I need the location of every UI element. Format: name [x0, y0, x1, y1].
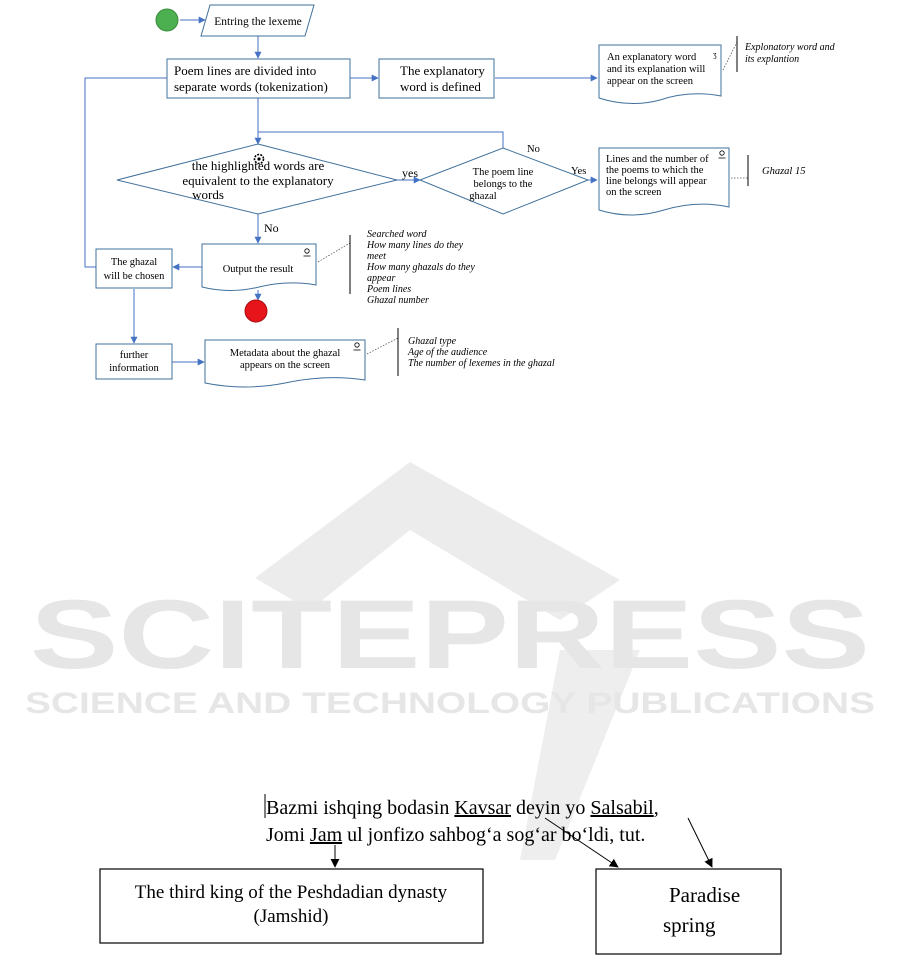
explanatory-defined-node: The explanatory word is defined — [378, 58, 495, 99]
metadata-node: Metadata about the ghazal appears on the… — [204, 339, 366, 388]
svg-text:Searched word: Searched word — [367, 229, 428, 240]
ghazal-chosen-line-2: will be chosen — [104, 271, 165, 282]
word-jam: Jam — [310, 824, 343, 846]
decision-highlighted-line-2: equivalent to the explanatory — [182, 173, 334, 188]
explanatory-doc-line-3: appear on the screen — [607, 76, 694, 87]
explanatory-defined-line-2: word is defined — [400, 79, 481, 94]
arrow-kavsar-to-paradise — [544, 817, 619, 868]
word-kavsar: Kavsar — [454, 797, 511, 819]
further-info-node: further information — [95, 343, 173, 380]
explanatory-note-line-1: Explonatory word and — [744, 42, 836, 53]
svg-text:appear: appear — [367, 273, 395, 284]
lines-doc-node: Lines and the number of the poems to whi… — [598, 147, 730, 216]
verse-line-2: Jomi Jam ul jonfizo sahbog‘a sog‘ar bo‘l… — [266, 824, 645, 846]
decision-ghazal-line-2: belongs to the — [474, 179, 533, 190]
start-node — [155, 8, 179, 32]
watermark-sub: SCIENCE AND TECHNOLOGY PUBLICATIONS — [25, 687, 875, 720]
ghazal-chosen-node: The ghazal will be chosen — [95, 248, 173, 289]
svg-text:Age of the audience: Age of the audience — [407, 347, 488, 358]
svg-text:How many ghazals do they: How many ghazals do they — [366, 262, 475, 273]
metadata-line-2: appears on the screen — [240, 360, 331, 371]
box-paradise-line-1: Paradise — [669, 883, 740, 907]
arrow-ghazal-no-loop — [258, 131, 504, 148]
ghazal-note: Ghazal 15 — [762, 166, 805, 177]
svg-text:How many lines do they: How many lines do they — [366, 240, 464, 251]
explanatory-defined-line-1: The explanatory — [400, 63, 485, 78]
entering-lexeme-node: Entring the lexeme — [200, 4, 315, 37]
explanatory-note-line-2: its explantion — [745, 54, 799, 65]
tokenize-line-1: Poem lines are divided into — [174, 63, 316, 78]
label-no-bottom: No — [264, 221, 279, 235]
output-note-connector — [317, 242, 351, 263]
label-yes-1: yes — [402, 166, 418, 180]
watermark-logo-roof — [255, 462, 620, 620]
further-line-2: information — [109, 363, 159, 374]
decision-ghazal-line-3: ghazal — [469, 191, 496, 202]
svg-text:Ghazal type: Ghazal type — [408, 336, 457, 347]
output-label: Output the result — [223, 264, 294, 275]
word-salsabil: Salsabil — [590, 797, 654, 819]
lines-doc-line-1: Lines and the number of — [606, 154, 709, 165]
decision-ghazal-node: The poem line belongs to the ghazal — [418, 147, 590, 215]
explanatory-doc-node: An explanatory word and its explanation … — [598, 44, 722, 104]
decision-ghazal-line-1: The poem line — [473, 167, 534, 178]
explanatory-doc-line-1: An explanatory word — [607, 52, 697, 63]
tokenize-node: Poem lines are divided into separate wor… — [166, 58, 351, 99]
watermark-logo-stroke — [520, 650, 640, 860]
svg-text:ʒ: ʒ — [713, 50, 717, 59]
metadata-note-connector — [366, 337, 399, 355]
output-note: Searched word How many lines do they mee… — [366, 229, 475, 306]
box-king-line-1: The third king of the Peshdadian dynasty — [135, 882, 448, 903]
verse-line-1: Bazmi ishqing bodasin Kavsar deyin yo Sa… — [266, 797, 659, 819]
watermark: SCITEPRESS SCIENCE AND TECHNOLOGY PUBLIC… — [25, 462, 875, 860]
gear-icon — [253, 153, 265, 165]
example-arrows — [330, 817, 713, 868]
box-paradise-line-2: spring — [663, 913, 716, 937]
svg-text:Poem lines: Poem lines — [366, 284, 411, 295]
lines-doc-line-3: line belongs will appear — [606, 176, 707, 187]
lines-doc-line-4: on the screen — [606, 187, 662, 198]
connectors — [84, 16, 598, 366]
svg-text:Ghazal number: Ghazal number — [367, 295, 429, 306]
label-no-top: No — [527, 144, 540, 155]
comment-icon — [353, 342, 361, 351]
explanatory-doc-line-2: and its explanation will — [607, 64, 705, 75]
arrow-salsabil-to-paradise — [687, 817, 713, 868]
ghazal-chosen-line-1: The ghazal — [111, 257, 157, 268]
lines-doc-line-2: the poems to which the — [606, 165, 704, 176]
further-line-1: further — [120, 350, 149, 361]
svg-text:The number of lexemes in the g: The number of lexemes in the ghazal — [408, 358, 555, 369]
metadata-note: Ghazal type Age of the audience The numb… — [407, 336, 555, 369]
box-king-line-2: (Jamshid) — [254, 906, 329, 927]
label-yes-2: Yes — [571, 166, 586, 177]
watermark-main: SCITEPRESS — [30, 579, 870, 689]
decision-highlighted-node: the highlighted words are equivalent to … — [116, 143, 398, 215]
explanatory-note-connector — [722, 41, 738, 71]
svg-text:meet: meet — [367, 251, 386, 262]
arrow-left-loop — [84, 77, 167, 268]
box-king: The third king of the Peshdadian dynasty… — [99, 868, 484, 944]
comment-icon — [718, 150, 726, 159]
output-node: Output the result — [201, 243, 317, 291]
tokenize-line-2: separate words (tokenization) — [174, 79, 328, 94]
entering-label: Entring the lexeme — [214, 16, 302, 28]
metadata-line-1: Metadata about the ghazal — [230, 348, 341, 359]
box-paradise: Paradise spring — [595, 868, 782, 955]
end-node — [244, 299, 268, 323]
decision-highlighted-line-3: words — [192, 187, 224, 202]
comment-icon — [303, 248, 311, 257]
decision-highlighted-line-1: the highlighted words are — [192, 158, 325, 173]
